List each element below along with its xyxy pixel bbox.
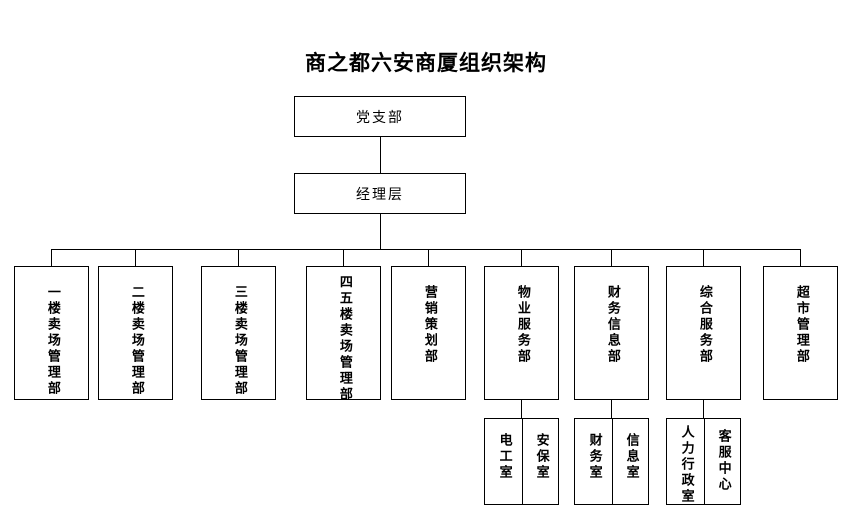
node-finance-information[interactable]: 财务信息部	[574, 266, 649, 400]
connector-general-service-to-sub-units	[703, 399, 704, 418]
drop-line-floor-2-sales	[135, 249, 136, 266]
sub-unit-group-finance-information: 财务室 信息室	[574, 418, 649, 505]
drop-line-marketing-planning	[428, 249, 429, 266]
node-label-electrician-room: 电工室	[496, 433, 512, 481]
department-bus-line	[51, 249, 800, 250]
node-label-floor-4-5-sales: 四五楼卖场管理部	[336, 275, 352, 403]
node-label-finance-information: 财务信息部	[604, 285, 620, 365]
node-supermarket-management[interactable]: 超市管理部	[763, 266, 838, 400]
node-label-property-service: 物业服务部	[514, 285, 530, 365]
node-label-information-room: 信息室	[623, 433, 639, 481]
node-label-floor-1-sales: 一楼卖场管理部	[44, 285, 60, 397]
node-security-room[interactable]: 安保室	[521, 419, 558, 504]
node-general-service[interactable]: 综合服务部	[666, 266, 741, 400]
node-information-room[interactable]: 信息室	[611, 419, 648, 504]
node-hr-admin-room[interactable]: 人力行政室	[667, 419, 704, 505]
connector-property-to-sub-units	[521, 399, 522, 418]
drop-line-floor-3-sales	[238, 249, 239, 266]
node-label-security-room: 安保室	[533, 433, 549, 481]
node-customer-service-center[interactable]: 客服中心	[703, 419, 740, 504]
node-label-supermarket-management: 超市管理部	[793, 285, 809, 365]
drop-line-finance-information	[611, 249, 612, 266]
drop-line-floor-4-5-sales	[343, 249, 344, 266]
node-label-floor-3-sales: 三楼卖场管理部	[231, 285, 247, 397]
node-property-service[interactable]: 物业服务部	[484, 266, 559, 400]
drop-line-property-service	[521, 249, 522, 266]
node-finance-room[interactable]: 财务室	[575, 419, 612, 504]
node-management[interactable]: 经理层	[294, 173, 466, 214]
sub-unit-group-property-service: 电工室 安保室	[484, 418, 559, 505]
sub-unit-group-general-service: 人力行政室 客服中心	[666, 418, 741, 505]
node-label-party-branch: 党支部	[356, 109, 404, 126]
connector-party-to-management	[380, 137, 381, 173]
drop-line-general-service	[703, 249, 704, 266]
node-floor-2-sales[interactable]: 二楼卖场管理部	[98, 266, 173, 400]
node-floor-3-sales[interactable]: 三楼卖场管理部	[201, 266, 276, 400]
node-label-marketing-planning: 营销策划部	[421, 285, 437, 365]
node-label-hr-admin-room: 人力行政室	[678, 425, 694, 505]
node-floor-4-5-sales[interactable]: 四五楼卖场管理部	[306, 266, 381, 403]
connector-management-to-bus	[380, 214, 381, 249]
node-label-general-service: 综合服务部	[696, 285, 712, 365]
node-label-floor-2-sales: 二楼卖场管理部	[128, 285, 144, 397]
connector-finance-to-sub-units	[611, 399, 612, 418]
node-label-customer-service-center: 客服中心	[715, 429, 731, 493]
node-label-finance-room: 财务室	[586, 433, 602, 481]
node-electrician-room[interactable]: 电工室	[485, 419, 522, 504]
node-floor-1-sales[interactable]: 一楼卖场管理部	[14, 266, 89, 400]
page-title: 商之都六安商厦组织架构	[305, 50, 547, 75]
node-marketing-planning[interactable]: 营销策划部	[391, 266, 466, 400]
node-party-branch[interactable]: 党支部	[294, 96, 466, 137]
node-label-management: 经理层	[356, 186, 404, 203]
drop-line-floor-1-sales	[51, 249, 52, 266]
drop-line-supermarket-management	[800, 249, 801, 266]
